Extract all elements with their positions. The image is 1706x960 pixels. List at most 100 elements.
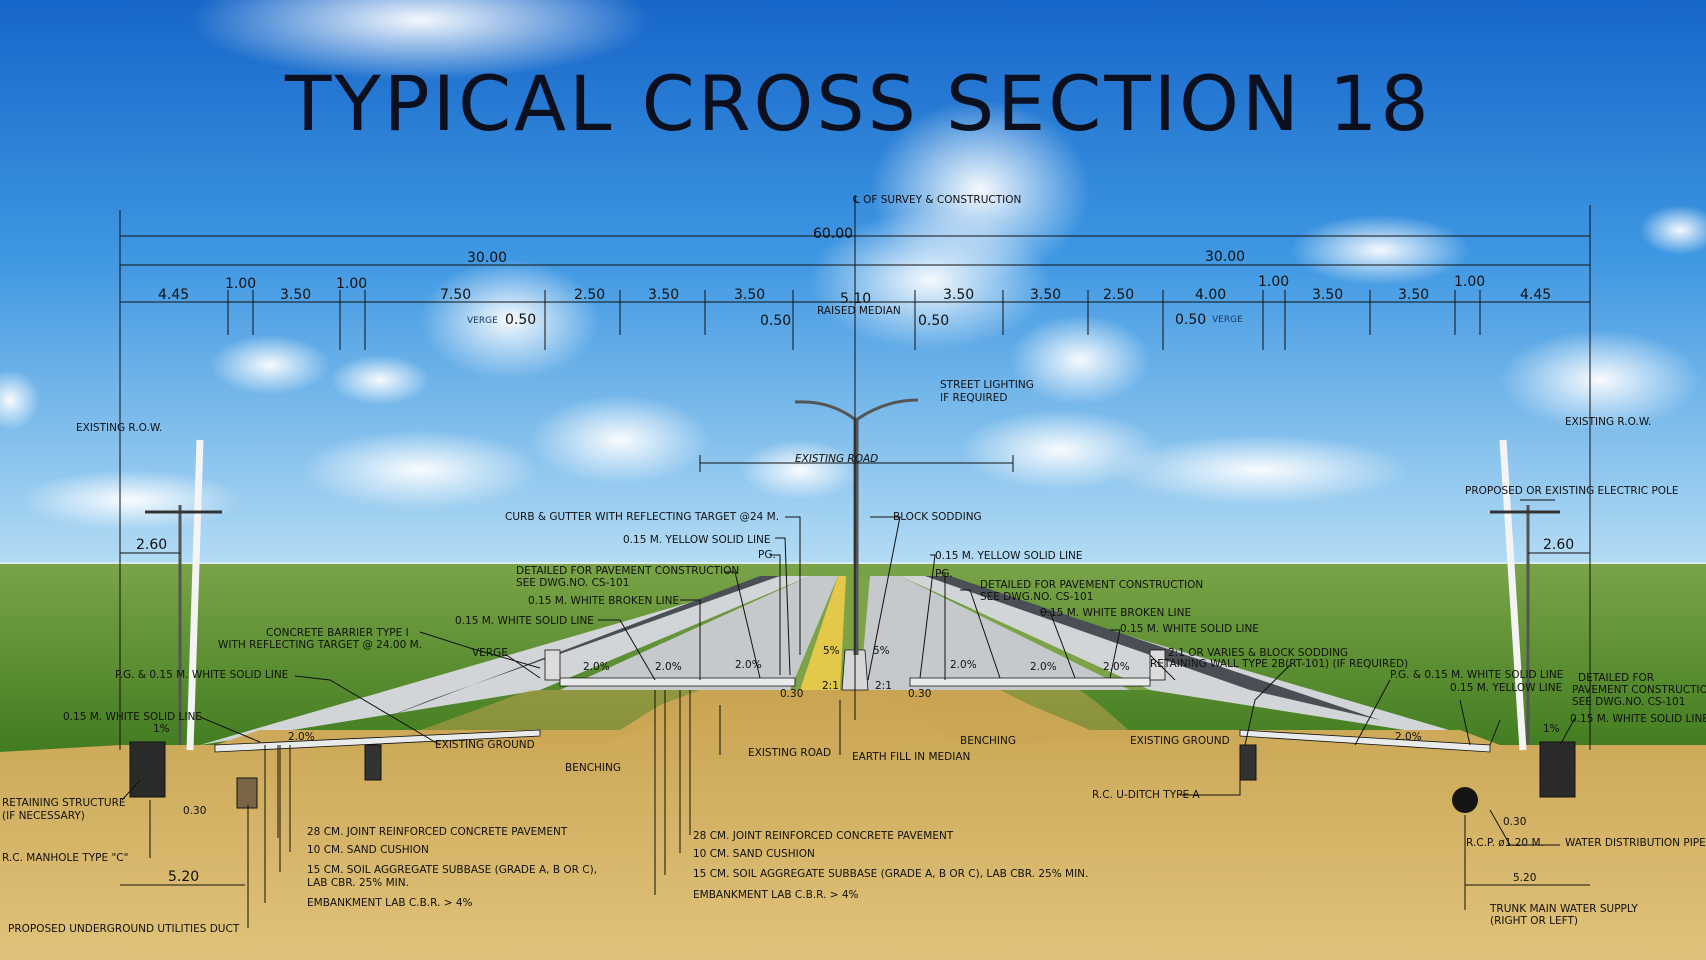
pavement-far-right-1: DETAILED FOR <box>1578 672 1654 684</box>
pavement-left-1: DETAILED FOR PAVEMENT CONSTRUCTION <box>516 565 739 577</box>
verge-label: VERGE <box>472 647 508 659</box>
benching-right: BENCHING <box>960 735 1016 747</box>
u-ditch-label: R.C. U-DITCH TYPE A <box>1092 789 1200 801</box>
layer-center-3: EMBANKMENT LAB C.B.R. > 4% <box>693 889 859 901</box>
dim-right-offset: 2.60 <box>1543 537 1574 553</box>
white-broken-right: 0.15 M. WHITE BROKEN LINE <box>1040 607 1191 619</box>
layer-left-4: EMBANKMENT LAB C.B.R. > 4% <box>307 897 473 909</box>
dim-right-bottom: 5.20 <box>1513 872 1536 884</box>
existing-row-right: EXISTING R.O.W. <box>1565 416 1651 428</box>
retaining-wall-label: RETAINING WALL TYPE 2B(RT-101) (IF REQUI… <box>1150 658 1408 670</box>
slope-median-left: 5% <box>823 645 840 657</box>
layer-center-2: 15 CM. SOIL AGGREGATE SUBBASE (GRADE A, … <box>693 868 1088 880</box>
dim-right-1: 3.50 <box>1030 287 1061 303</box>
street-light-pole <box>794 398 919 655</box>
dim-right-3: 4.00 <box>1195 287 1226 303</box>
pavement-right-1: DETAILED FOR PAVEMENT CONSTRUCTION <box>980 579 1203 591</box>
existing-ground-right: EXISTING GROUND <box>1130 735 1230 747</box>
yellow-line-right: 0.15 M. YELLOW LINE <box>1450 682 1562 694</box>
median-left-value: 0.50 <box>760 313 791 329</box>
verge-left-value: 0.50 <box>505 312 536 328</box>
dim-right-8: 4.45 <box>1520 287 1551 303</box>
dim-right-0: 3.50 <box>943 287 974 303</box>
slope-left-2: 2.0% <box>735 659 762 671</box>
median-right-value: 0.50 <box>918 313 949 329</box>
layer-center-1: 10 CM. SAND CUSHION <box>693 848 815 860</box>
curb-gutter-label: CURB & GUTTER WITH REFLECTING TARGET @24… <box>505 511 779 523</box>
centerline-label: ℄ OF SURVEY & CONSTRUCTION <box>852 194 1021 206</box>
white-broken-left: 0.15 M. WHITE BROKEN LINE <box>528 595 679 607</box>
layer-left-0: 28 CM. JOINT REINFORCED CONCRETE PAVEMEN… <box>307 826 568 838</box>
retaining-structure-2: (IF NECESSARY) <box>2 810 85 822</box>
pavement-far-right-2: PAVEMENT CONSTRUCTION <box>1572 684 1706 696</box>
street-lighting-2: IF REQUIRED <box>940 392 1007 404</box>
dim-left-bottom: 5.20 <box>168 869 199 885</box>
street-lighting-1: STREET LIGHTING <box>940 379 1034 391</box>
dim-half-left: 30.00 <box>467 250 507 266</box>
dim-left-0: 4.45 <box>158 287 189 303</box>
concrete-barrier-2: WITH REFLECTING TARGET @ 24.00 M. <box>218 639 422 651</box>
pg-right: PG. <box>935 568 953 580</box>
yellow-solid-right: 0.15 M. YELLOW SOLID LINE <box>935 550 1083 562</box>
layer-left-2: 15 CM. SOIL AGGREGATE SUBBASE (GRADE A, … <box>307 864 597 876</box>
leader-lines <box>121 499 1576 928</box>
dim-left-3: 1.00 <box>336 276 367 292</box>
slope-left-0: 2.0% <box>583 661 610 673</box>
road-perspective <box>200 576 1500 745</box>
existing-road-bottom: EXISTING ROAD <box>748 747 831 759</box>
dim-small-right: 0.30 <box>1503 816 1526 828</box>
benching-left: BENCHING <box>565 762 621 774</box>
drawing-title: TYPICAL CROSS SECTION 18 <box>284 59 1432 148</box>
dim-left-offset: 2.60 <box>136 537 167 553</box>
slope-median-right: 5% <box>873 645 890 657</box>
slope-ratio-left: 2:1 <box>822 680 839 692</box>
dim-left-4: 7.50 <box>440 287 471 303</box>
slope-right-edge: 1% <box>1543 723 1560 735</box>
dim-right-5: 3.50 <box>1312 287 1343 303</box>
water-pipe-label: WATER DISTRIBUTION PIPE <box>1565 837 1706 849</box>
dim-left-7: 3.50 <box>734 287 765 303</box>
white-solid-right: 0.15 M. WHITE SOLID LINE <box>1120 623 1259 635</box>
soil-embankment <box>0 690 1706 960</box>
verge-left-label: VERGE <box>467 316 498 326</box>
dim-total: 60.00 <box>813 226 853 242</box>
slope-right-1: 2.0% <box>1030 661 1057 673</box>
pg-left: PG. <box>758 549 776 561</box>
layer-left-3: LAB CBR. 25% MIN. <box>307 877 409 889</box>
white-solid-far-right: 0.15 M. WHITE SOLID LINE <box>1570 713 1706 725</box>
verge-right-label: VERGE <box>1212 315 1243 325</box>
slope-left-outer: 2.0% <box>288 731 315 743</box>
slope-right-2: 2.0% <box>1103 661 1130 673</box>
clouds <box>0 0 1706 530</box>
dimension-lines <box>119 195 1591 886</box>
rcp-label: R.C.P. ø1.20 M. <box>1466 837 1544 849</box>
trunk-main-2: (RIGHT OR LEFT) <box>1490 915 1578 927</box>
dim-half-right: 30.00 <box>1205 249 1245 265</box>
dim-left-6: 3.50 <box>648 287 679 303</box>
white-solid-left: 0.15 M. WHITE SOLID LINE <box>455 615 594 627</box>
pg-white-right: P.G. & 0.15 M. WHITE SOLID LINE <box>1390 669 1563 681</box>
yellow-solid-left: 0.15 M. YELLOW SOLID LINE <box>623 534 771 546</box>
layer-left-1: 10 CM. SAND CUSHION <box>307 844 429 856</box>
slope-right-0: 2.0% <box>950 659 977 671</box>
dim-right-2: 2.50 <box>1103 287 1134 303</box>
pavement-right-2: SEE DWG.NO. CS-101 <box>980 591 1093 603</box>
dim-left-1: 1.00 <box>225 276 256 292</box>
dim-median-030-right: 0.30 <box>908 688 931 700</box>
electric-pole-right <box>1490 439 1560 751</box>
dim-right-6: 3.50 <box>1398 287 1429 303</box>
slope-left-1: 2.0% <box>655 661 682 673</box>
electric-pole-label: PROPOSED OR EXISTING ELECTRIC POLE <box>1465 485 1679 497</box>
dim-left-5: 2.50 <box>574 287 605 303</box>
layer-center-0: 28 CM. JOINT REINFORCED CONCRETE PAVEMEN… <box>693 830 954 842</box>
dim-median-label: RAISED MEDIAN <box>817 305 901 317</box>
concrete-barrier-1: CONCRETE BARRIER TYPE I <box>266 627 409 639</box>
dim-small-left: 0.30 <box>183 805 206 817</box>
varies-sodding-label: 2:1 OR VARIES & BLOCK SODDING <box>1168 647 1348 659</box>
slope-left-edge: 1% <box>153 723 170 735</box>
white-solid-edge-left: 0.15 M. WHITE SOLID LINE <box>63 711 202 723</box>
pg-white-left: P.G. & 0.15 M. WHITE SOLID LINE <box>115 669 288 681</box>
slope-ratio-right: 2:1 <box>875 680 892 692</box>
